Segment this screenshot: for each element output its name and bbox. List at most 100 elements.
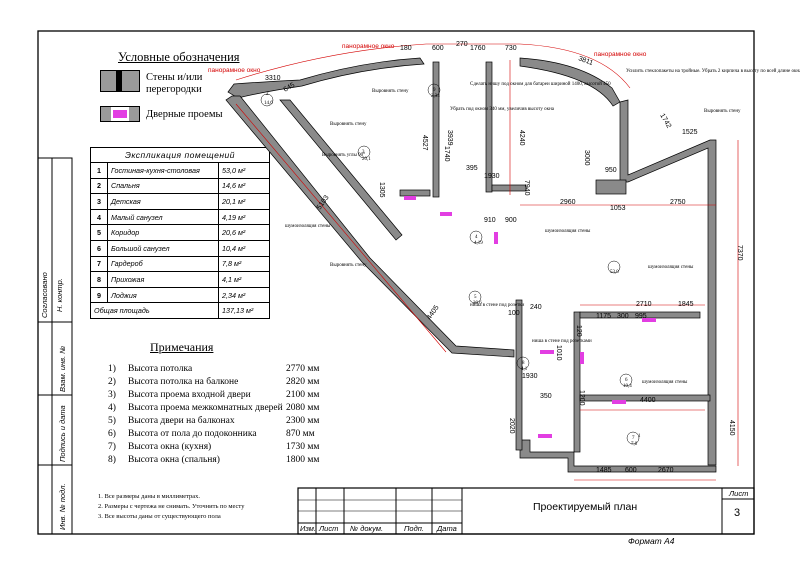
dimension-label: 1740 — [443, 146, 450, 162]
walls-swatch — [100, 70, 140, 92]
dimension-label: 100 — [508, 310, 520, 317]
dimension-label: 995 — [635, 313, 647, 320]
dimension-label: 180 — [400, 45, 412, 52]
sheet-number: 3 — [734, 507, 741, 519]
annotation: Выровнять стену — [372, 89, 409, 94]
dimension-label: 900 — [505, 217, 517, 224]
dimension-label: 2710 — [636, 301, 652, 308]
room-area: 10,4 — [623, 384, 632, 389]
dimension-label: 1525 — [682, 129, 698, 136]
room-area: 7,8 — [631, 442, 638, 447]
annotation: Усилить стеклопакеты на тройные. Убрать … — [626, 69, 800, 74]
dimension-label: 120 — [575, 325, 582, 337]
window-label: панорамное окно — [342, 43, 395, 50]
dimension-label: 1845 — [678, 301, 694, 308]
dimension-label: 730 — [505, 45, 517, 52]
dimension-label: 1175 — [596, 313, 611, 320]
room-number: 9 — [433, 88, 436, 93]
dimension-label: 2020 — [508, 418, 515, 434]
dimension-label: 3811 — [577, 55, 594, 67]
dimension-label: 1485 — [596, 467, 612, 474]
dimension-label: 1010 — [555, 345, 562, 361]
annotation: Выровнять стену — [330, 122, 367, 127]
dimension-label: 600 — [625, 467, 637, 474]
footnote: 2. Размеры с чертежа не снимать. Уточнит… — [98, 503, 245, 510]
dimension-label: 350 — [540, 393, 552, 400]
legend-title: Условные обозначения — [118, 50, 240, 64]
annotation: Убрать под окном 340 мм, увеличив высоту… — [450, 107, 555, 112]
explication-header: Экспликация помещений — [90, 147, 270, 163]
tb-col-doc: № докум. — [350, 524, 384, 533]
room-number: 6 — [625, 378, 628, 383]
annotation: Выровнять стену — [330, 263, 367, 268]
room-number: 2 — [266, 92, 269, 97]
annotation: ниша в стене под розетки — [470, 303, 525, 308]
format-label: Формат А4 — [628, 536, 675, 546]
dimension-label: 300 — [617, 313, 629, 320]
dimension-label: 950 — [605, 167, 617, 174]
tb-col-list: Лист — [319, 524, 339, 533]
dimension-label: 3310 — [265, 75, 281, 82]
dimension-label: 1742 — [658, 113, 672, 130]
notes-title: Примечания — [150, 340, 214, 354]
room-number: 7 — [632, 436, 635, 441]
doors-legend-label: Дверные проемы — [146, 109, 223, 120]
annotation: Сделать нишу под окном для батареи ширин… — [470, 82, 611, 87]
annotation: шумоизоляция стены — [648, 265, 694, 270]
annotation: ниша в стене под розетками — [532, 339, 592, 344]
door-openings — [404, 196, 656, 438]
dimension-label: 600 — [432, 45, 444, 52]
tb-col-izm: Изм. — [300, 524, 316, 533]
room-number: 5 — [474, 295, 477, 300]
footnote: 1. Все размеры даны в миллиметрах. — [98, 493, 201, 500]
room-number: 3 — [362, 150, 365, 155]
room-area: 14,6 — [264, 101, 273, 106]
tb-col-date: Дата — [437, 524, 457, 533]
dimension-label: 645 — [283, 82, 297, 94]
dimension-label: 4527 — [421, 135, 428, 151]
annotation: шумоизоляция стены — [642, 380, 688, 385]
doors-swatch — [100, 106, 140, 122]
annotation: шумоизоляция стены — [545, 229, 591, 234]
footnote: 3. Все высоты даны от существующего пола — [98, 513, 221, 520]
dimension-label: 4150 — [728, 420, 735, 436]
dimension-label: 2750 — [670, 199, 686, 206]
dimension-label: 3000 — [583, 150, 590, 166]
dimension-label: 7940 — [523, 180, 530, 196]
room-number: 1 — [638, 434, 641, 439]
dimension-lines — [235, 43, 739, 481]
dimension-label: 1053 — [610, 205, 626, 212]
annotation: Выровнять углы 90° — [322, 153, 365, 158]
dimension-label: 240 — [530, 304, 542, 311]
walls-legend-label: Стены и/или перегородки — [146, 72, 203, 95]
dimension-label: 1930 — [522, 373, 538, 380]
dimension-label: 2960 — [560, 199, 576, 206]
dimension-label: 3939 — [446, 130, 453, 146]
drawing-title: Проектируемый план — [533, 501, 638, 513]
room-markers — [260, 83, 640, 445]
dimension-label: 4240 — [518, 130, 525, 146]
room-area: 53,0 — [610, 270, 619, 275]
dimension-label: 1930 — [484, 173, 500, 180]
walls — [225, 57, 717, 473]
sheet-label: Лист — [729, 489, 749, 498]
dimension-label: 1760 — [470, 45, 486, 52]
window-label: панорамное окно — [594, 51, 647, 58]
dimension-label: 1200 — [578, 390, 585, 406]
dimension-label: 395 — [466, 165, 478, 172]
dimension-label: 270 — [456, 41, 468, 48]
room-number: 4 — [475, 235, 478, 240]
room-area: 4,19 — [474, 241, 483, 246]
